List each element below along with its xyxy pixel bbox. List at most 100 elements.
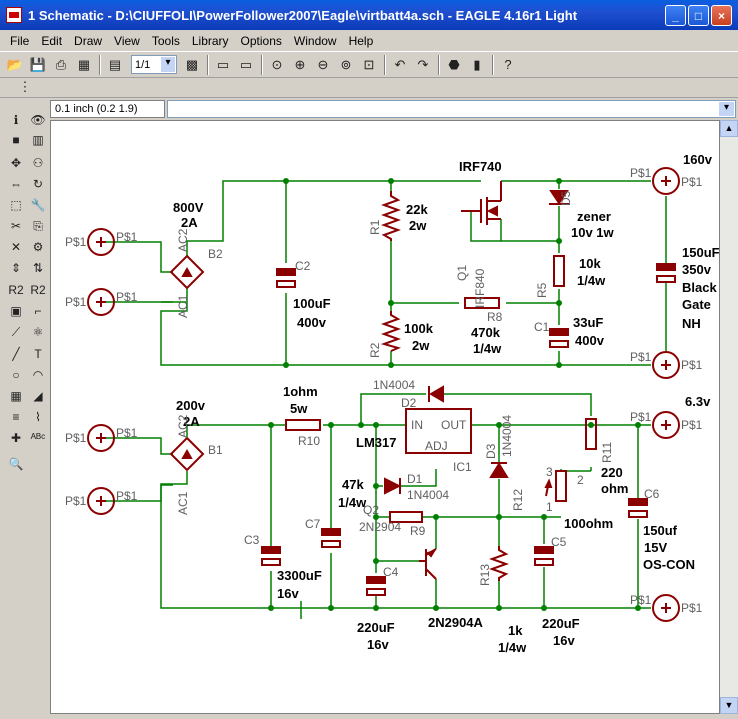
- copy-icon[interactable]: ⚇: [32, 156, 44, 170]
- connector-symbol[interactable]: [87, 228, 115, 256]
- polygon-icon[interactable]: ◢: [33, 389, 43, 403]
- add-icon[interactable]: ⚙: [32, 240, 44, 254]
- eagle-app-icon[interactable]: [6, 7, 22, 23]
- menu-edit[interactable]: Edit: [41, 33, 63, 48]
- close-button[interactable]: ×: [711, 5, 732, 26]
- capacitor-c1[interactable]: [549, 328, 569, 348]
- maximize-button[interactable]: □: [688, 5, 709, 26]
- cut-icon[interactable]: ✂: [10, 219, 22, 233]
- potentiometer-r12[interactable]: [544, 470, 567, 502]
- smash-icon[interactable]: ▣: [10, 304, 22, 318]
- schematic-canvas[interactable]: IRF740 160v 800V 2A 22k 2w zener 10v 1w …: [50, 120, 720, 714]
- connector-symbol[interactable]: [87, 487, 115, 515]
- grid-icon[interactable]: ⋮: [18, 79, 32, 94]
- capacitor-c4[interactable]: [366, 576, 386, 596]
- menu-tools[interactable]: Tools: [151, 33, 180, 48]
- net-icon[interactable]: ⌇: [35, 410, 41, 424]
- connector-symbol[interactable]: [652, 411, 680, 439]
- zener-diode-d5[interactable]: [549, 190, 569, 205]
- resistor-r11[interactable]: [585, 418, 597, 450]
- capacitor-c7[interactable]: [321, 528, 341, 548]
- circle-icon[interactable]: ○: [12, 368, 20, 382]
- name-icon[interactable]: R2: [8, 283, 24, 297]
- bridge-rectifier-b2[interactable]: [169, 254, 205, 290]
- display-icon[interactable]: ■: [12, 133, 20, 147]
- capacitor-c-bat[interactable]: [656, 263, 676, 283]
- gateswap-icon[interactable]: ⇅: [32, 261, 44, 275]
- label-icon[interactable]: ᴬᴮᶜ: [30, 431, 46, 445]
- mosfet-q1[interactable]: [461, 181, 502, 225]
- rotate-icon[interactable]: ↻: [32, 177, 44, 191]
- resistor-r8[interactable]: [464, 297, 500, 309]
- open-icon[interactable]: 📂: [6, 56, 24, 72]
- undo-icon[interactable]: ↶: [394, 56, 406, 72]
- mirror-icon[interactable]: ⇔: [10, 177, 22, 191]
- zoom-out-icon[interactable]: ⊖: [317, 56, 329, 72]
- invoke-icon[interactable]: ⚛: [32, 325, 44, 339]
- redo-icon[interactable]: ↷: [417, 56, 429, 72]
- menu-window[interactable]: Window: [293, 33, 337, 48]
- rect-icon[interactable]: ▦: [10, 389, 22, 403]
- pinswap-icon[interactable]: ⇕: [10, 261, 22, 275]
- regulator-lm317[interactable]: [405, 408, 472, 454]
- resistor-r2[interactable]: [380, 311, 401, 352]
- transistor-q2[interactable]: [419, 548, 437, 580]
- miter-icon[interactable]: ⌐: [34, 304, 42, 318]
- arc-icon[interactable]: ◠: [32, 368, 44, 382]
- info-icon[interactable]: ℹ: [13, 113, 19, 127]
- paste-icon[interactable]: ⎘: [33, 218, 43, 233]
- stop-icon[interactable]: ⬣: [448, 56, 460, 72]
- menu-view[interactable]: View: [114, 33, 140, 48]
- connector-symbol[interactable]: [87, 424, 115, 452]
- scroll-up-arrow[interactable]: ▲: [720, 120, 738, 137]
- resistor-r13[interactable]: [489, 546, 509, 581]
- bridge-rectifier-b1[interactable]: [169, 436, 205, 472]
- bus-icon[interactable]: ≡: [12, 410, 20, 424]
- value-icon[interactable]: R2: [30, 283, 46, 297]
- wire-icon[interactable]: ╱: [12, 347, 20, 361]
- group-icon[interactable]: ⬚: [10, 198, 22, 212]
- vertical-scrollbar[interactable]: ▲ ▼: [720, 120, 738, 714]
- command-input[interactable]: [167, 100, 736, 118]
- minimize-button[interactable]: _: [665, 5, 686, 26]
- scroll-down-arrow[interactable]: ▼: [720, 697, 738, 714]
- diode-d3[interactable]: [489, 462, 509, 478]
- show-icon[interactable]: 👁: [30, 113, 46, 127]
- redraw-icon[interactable]: ⊚: [340, 56, 352, 72]
- delete-icon[interactable]: ✕: [10, 240, 22, 254]
- connector-symbol[interactable]: [652, 594, 680, 622]
- menu-help[interactable]: Help: [348, 33, 374, 48]
- resistor-r9[interactable]: [389, 511, 423, 523]
- resistor-r10[interactable]: [285, 419, 321, 431]
- print-icon[interactable]: ⎙: [55, 56, 67, 72]
- diode-d1[interactable]: [384, 477, 402, 495]
- board-icon[interactable]: ▩: [185, 56, 199, 72]
- split-icon[interactable]: ⟋: [11, 324, 21, 339]
- diode-d2[interactable]: [428, 385, 444, 403]
- capacitor-c6[interactable]: [628, 498, 648, 518]
- connector-symbol[interactable]: [87, 288, 115, 316]
- save-icon[interactable]: 💾: [29, 56, 47, 72]
- change-icon[interactable]: 🔧: [30, 198, 46, 212]
- help-icon[interactable]: ?: [504, 57, 512, 72]
- sheet-icon[interactable]: ▤: [108, 56, 122, 72]
- capacitor-c5[interactable]: [534, 546, 554, 566]
- menu-draw[interactable]: Draw: [74, 33, 103, 48]
- erc-icon[interactable]: 🔍: [8, 457, 24, 471]
- resistor-r1[interactable]: [381, 191, 401, 241]
- zoom-in-icon[interactable]: ⊕: [294, 56, 306, 72]
- junction-icon[interactable]: ✚: [10, 431, 22, 445]
- ulp-icon[interactable]: ▭: [239, 56, 253, 72]
- text-icon[interactable]: T: [34, 347, 42, 361]
- cam-icon[interactable]: ▦: [77, 56, 91, 72]
- capacitor-c3[interactable]: [261, 546, 281, 566]
- menu-options[interactable]: Options: [240, 33, 282, 48]
- mark-icon[interactable]: ▥: [32, 133, 44, 147]
- move-icon[interactable]: ✥: [10, 156, 22, 170]
- resistor-r5[interactable]: [553, 255, 565, 287]
- script-icon[interactable]: ▭: [216, 56, 230, 72]
- zoom-select-icon[interactable]: ⊡: [363, 56, 375, 72]
- menu-file[interactable]: File: [10, 33, 30, 48]
- zoom-fit-icon[interactable]: ⊙: [271, 56, 283, 72]
- go-icon[interactable]: ▮: [473, 56, 481, 72]
